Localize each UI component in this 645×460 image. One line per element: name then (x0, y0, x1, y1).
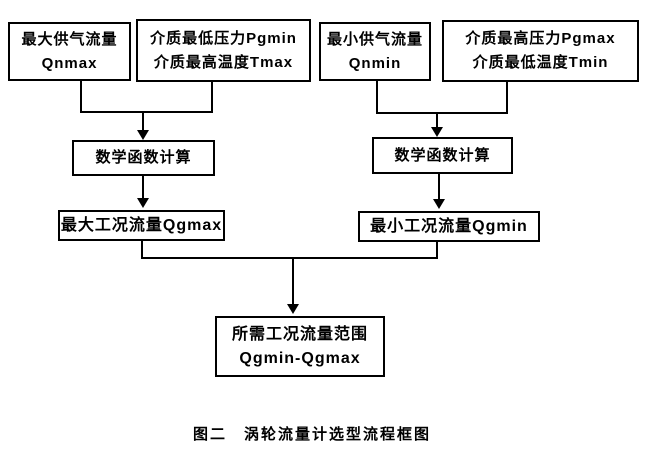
node-label-line: 最小工况流量Qgmin (370, 217, 528, 235)
arrow-down-icon (137, 130, 149, 140)
connector-bottom-drop-left (141, 241, 143, 259)
connector-left-stem (142, 112, 144, 132)
node-min-supply-flow: 最小供气流量 Qnmin (319, 22, 431, 81)
connector-mathR-to-qgmin (438, 174, 440, 200)
node-label-line: 介质最低温度Tmin (472, 54, 609, 71)
connector-left-drop-1 (80, 81, 82, 113)
figure-caption: 图二 涡轮流量计选型流程框图 (192, 426, 431, 443)
connector-bottom-stem (292, 259, 294, 305)
node-max-supply-flow: 最大供气流量 Qnmax (8, 22, 131, 81)
node-math-calc-right: 数学函数计算 (372, 137, 513, 174)
node-max-working-flow: 最大工况流量Qgmax (58, 210, 225, 241)
node-min-pressure-max-temp: 介质最低压力Pgmin 介质最高温度Tmax (136, 19, 311, 82)
connector-bottom-drop-right (436, 242, 438, 259)
connector-right-stem (436, 113, 438, 128)
node-label-line: 所需工况流量范围 (231, 325, 368, 343)
node-label-line: 最大供气流量 (21, 30, 118, 48)
connector-right-merge-bar (376, 112, 508, 114)
node-label-line: 介质最高温度Tmax (153, 53, 294, 71)
node-label-line: 数学函数计算 (95, 149, 192, 166)
connector-bottom-merge-bar (141, 257, 438, 259)
arrow-down-icon (287, 304, 299, 314)
connector-left-drop-2 (211, 82, 213, 113)
connector-right-drop-2 (506, 82, 508, 114)
node-label-line: 介质最低压力Pgmin (150, 29, 297, 47)
node-label-line: 数学函数计算 (394, 146, 491, 164)
arrow-down-icon (137, 198, 149, 208)
connector-left-merge-bar (80, 111, 213, 113)
node-max-pressure-min-temp: 介质最高压力Pgmax 介质最低温度Tmin (442, 20, 639, 82)
arrow-down-icon (433, 199, 445, 209)
arrow-down-icon (431, 127, 443, 137)
node-label-line: Qnmax (41, 54, 98, 72)
node-label-line: 介质最高压力Pgmax (465, 30, 616, 47)
node-label-line: Qgmin-Qgmax (239, 349, 361, 367)
node-min-working-flow: 最小工况流量Qgmin (358, 211, 540, 242)
node-label-line: Qnmin (348, 54, 402, 72)
connector-right-drop-1 (376, 81, 378, 114)
node-label-line: 最小供气流量 (326, 30, 423, 48)
connector-mathL-to-qgmax (142, 176, 144, 199)
node-math-calc-left: 数学函数计算 (72, 140, 215, 176)
node-required-flow-range: 所需工况流量范围 Qgmin-Qgmax (215, 316, 385, 377)
node-label-line: 最大工况流量Qgmax (60, 216, 223, 234)
